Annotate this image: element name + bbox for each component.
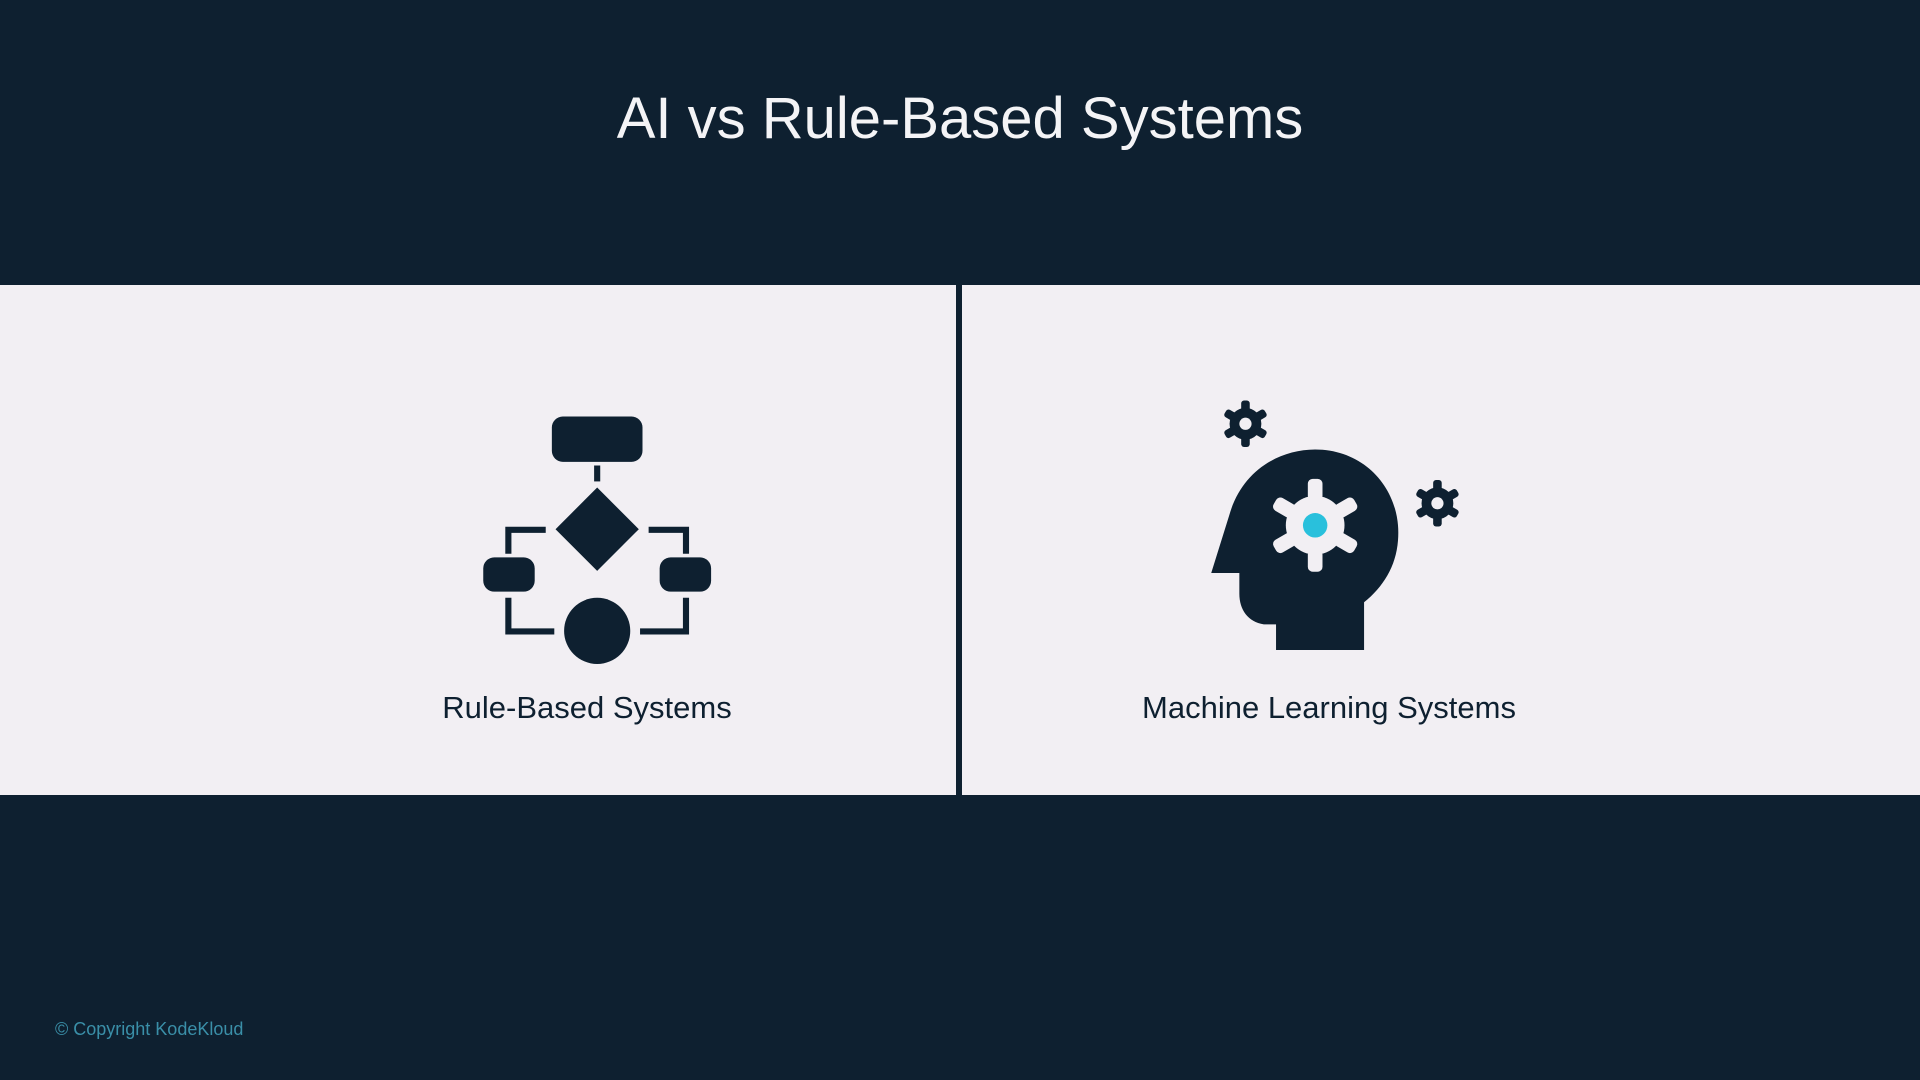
slide-title: AI vs Rule-Based Systems [616,86,1304,151]
rule-based-label: Rule-Based Systems [442,690,732,725]
copyright-text: © Copyright KodeKloud [55,1019,244,1039]
accent-dot [1302,513,1328,538]
flowchart-icon [483,416,712,664]
panel-divider [956,285,962,795]
head-gears-icon [1211,400,1459,650]
small-gear-icon [1224,400,1267,448]
small-gear-icon [1416,480,1459,527]
machine-learning-label: Machine Learning Systems [1142,690,1516,725]
